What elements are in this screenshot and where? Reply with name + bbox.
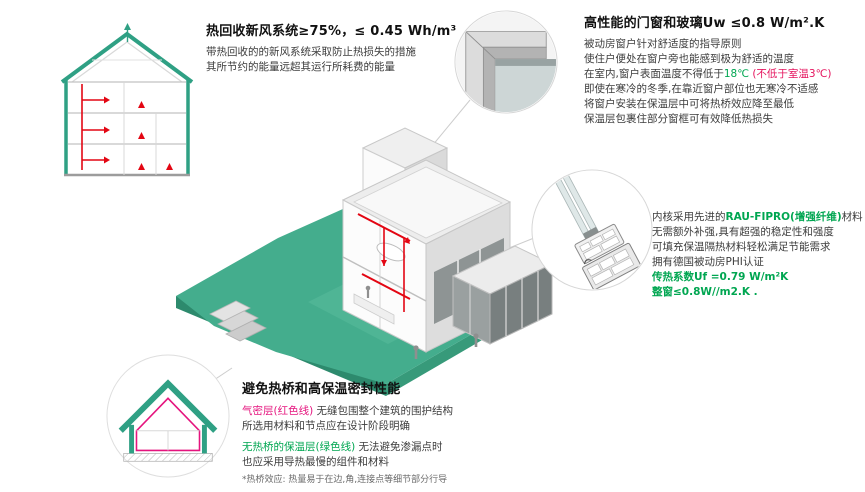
insulation-line-2: 也应采用导热最慢的组件和材料 (242, 456, 389, 468)
ventilation-body-1: 带热回收的的新风系统采取防止热损失的措施 (206, 46, 416, 58)
material-uf-value: 传热系数Uf =0.79 W/m²K (652, 271, 789, 283)
window-temp-note: (不低于室温3℃) (749, 68, 832, 80)
people-figures (365, 285, 479, 359)
material-line-1: 内核采用先进的RAU-FIPRO(增强纤维)材料 (652, 211, 863, 223)
windows-line-6: 保温层包裹住部分窗框可有效降低热损失 (584, 113, 773, 125)
windows-title: 高性能的门窗和玻璃Uw ≤0.8 W/m².K (584, 16, 825, 31)
window-profile-illustration (531, 169, 653, 291)
material-brand: RAU-FIPRO(增强纤维) (725, 211, 842, 223)
thermal-title: 避免热桥和高保温密封性能 (242, 382, 401, 397)
insulation-label: 无热桥的保温层(绿色线) (242, 441, 356, 453)
material-text-block: 内核采用先进的RAU-FIPRO(增强纤维)材料 无需额外补强,具有超强的稳定性… (652, 210, 865, 300)
windows-line-5: 将窗户安装在保温层中可将热桥效应降至最低 (584, 98, 794, 110)
thermal-section-illustration (106, 354, 230, 478)
airtight-label: 气密层(红色线) (242, 405, 314, 417)
airtight-line-1: 气密层(红色线) 无缝包围整个建筑的围护结构 (242, 405, 454, 417)
isometric-house-illustration (176, 127, 554, 396)
window-corner-illustration (454, 10, 558, 114)
thermal-text-block: 避免热桥和高保温密封性能 气密层(红色线) 无缝包围整个建筑的围护结构 所选用材… (242, 378, 602, 486)
material-uw-value: 整窗≤0.8W//m2.K . (652, 286, 758, 298)
airtight-line-2: 所选用材料和节点应在设计阶段明确 (242, 420, 410, 432)
windows-text-block: 高性能的门窗和玻璃Uw ≤0.8 W/m².K 被动房窗户针对舒适度的指导原则 … (584, 12, 862, 127)
windows-line-2: 使住户便处在窗户旁也能感到极为舒适的温度 (584, 53, 794, 65)
material-line-2: 无需额外补强,具有超强的稳定性和强度 (652, 226, 834, 238)
thermal-footnote: *热桥效应: 热量易于在边,角,连接点等细节部分行导 (242, 475, 448, 485)
windows-line-1: 被动房窗户针对舒适度的指导原则 (584, 38, 742, 50)
ventilation-section-illustration (60, 23, 194, 177)
ventilation-body-2: 其所节约的能量远超其运行所耗费的能量 (206, 61, 395, 73)
windows-line-4: 即使在寒冷的冬季,在靠近窗户部位也无寒冷不适感 (584, 83, 819, 95)
windows-line-3: 在室内,窗户表面温度不得低于18℃ (不低于室温3℃) (584, 68, 832, 80)
insulation-line-1: 无热桥的保温层(绿色线) 无法避免渗漏点时 (242, 441, 443, 453)
material-line-3: 可填充保温隔热材料轻松满足节能需求 (652, 241, 831, 253)
ventilation-title: 热回收新风系统≥75%，≤ 0.45 Wh/m³ (206, 24, 457, 39)
ventilation-text-block: 热回收新风系统≥75%，≤ 0.45 Wh/m³ 带热回收的的新风系统采取防止热… (206, 20, 476, 75)
material-line-4: 拥有德国被动房PHI认证 (652, 256, 764, 268)
window-temp-value: 18℃ (723, 68, 749, 80)
